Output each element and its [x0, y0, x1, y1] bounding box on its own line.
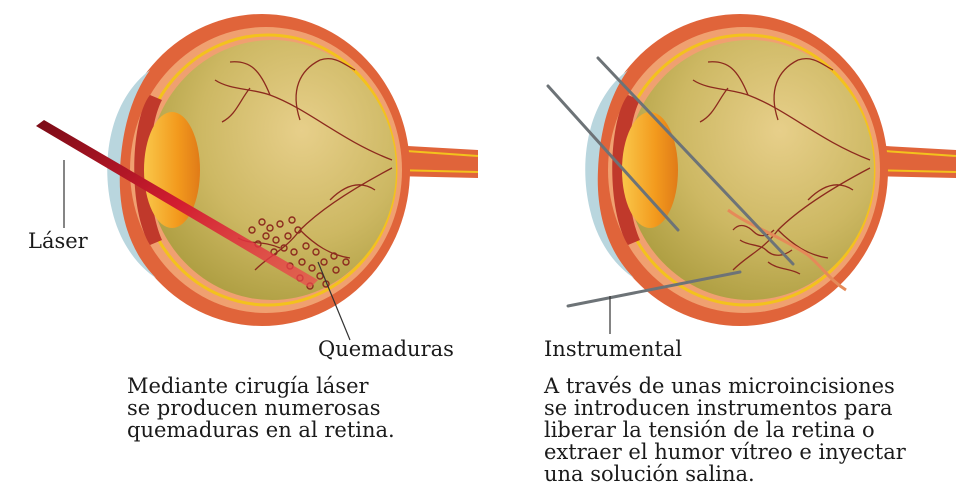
caption-line: una solución salina. [544, 463, 906, 485]
caption-line: quemaduras en al retina. [127, 419, 395, 441]
caption-line: se introducen instrumentos para [544, 397, 906, 419]
vitrectomy-panel: Instrumental A través de unas microincis… [478, 0, 956, 502]
caption-line: extraer el humor vítreo e inyectar [544, 441, 906, 463]
caption-line: liberar la tensión de la retina o [544, 419, 906, 441]
laser-surgery-panel: Láser Quemaduras Mediante cirugía láser … [0, 0, 478, 502]
instrument-label: Instrumental [544, 337, 682, 361]
eye-cross-section-laser [0, 0, 478, 360]
laser-label: Láser [28, 229, 88, 253]
laser-caption: Mediante cirugía láser se producen numer… [127, 375, 395, 441]
vitrectomy-caption: A través de unas microincisiones se intr… [544, 375, 906, 485]
caption-line: se producen numerosas [127, 397, 395, 419]
caption-line: Mediante cirugía láser [127, 375, 395, 397]
caption-line: A través de unas microincisiones [544, 375, 906, 397]
eye-cross-section-instruments [478, 0, 956, 360]
burns-label: Quemaduras [318, 337, 454, 361]
lens [622, 112, 678, 228]
